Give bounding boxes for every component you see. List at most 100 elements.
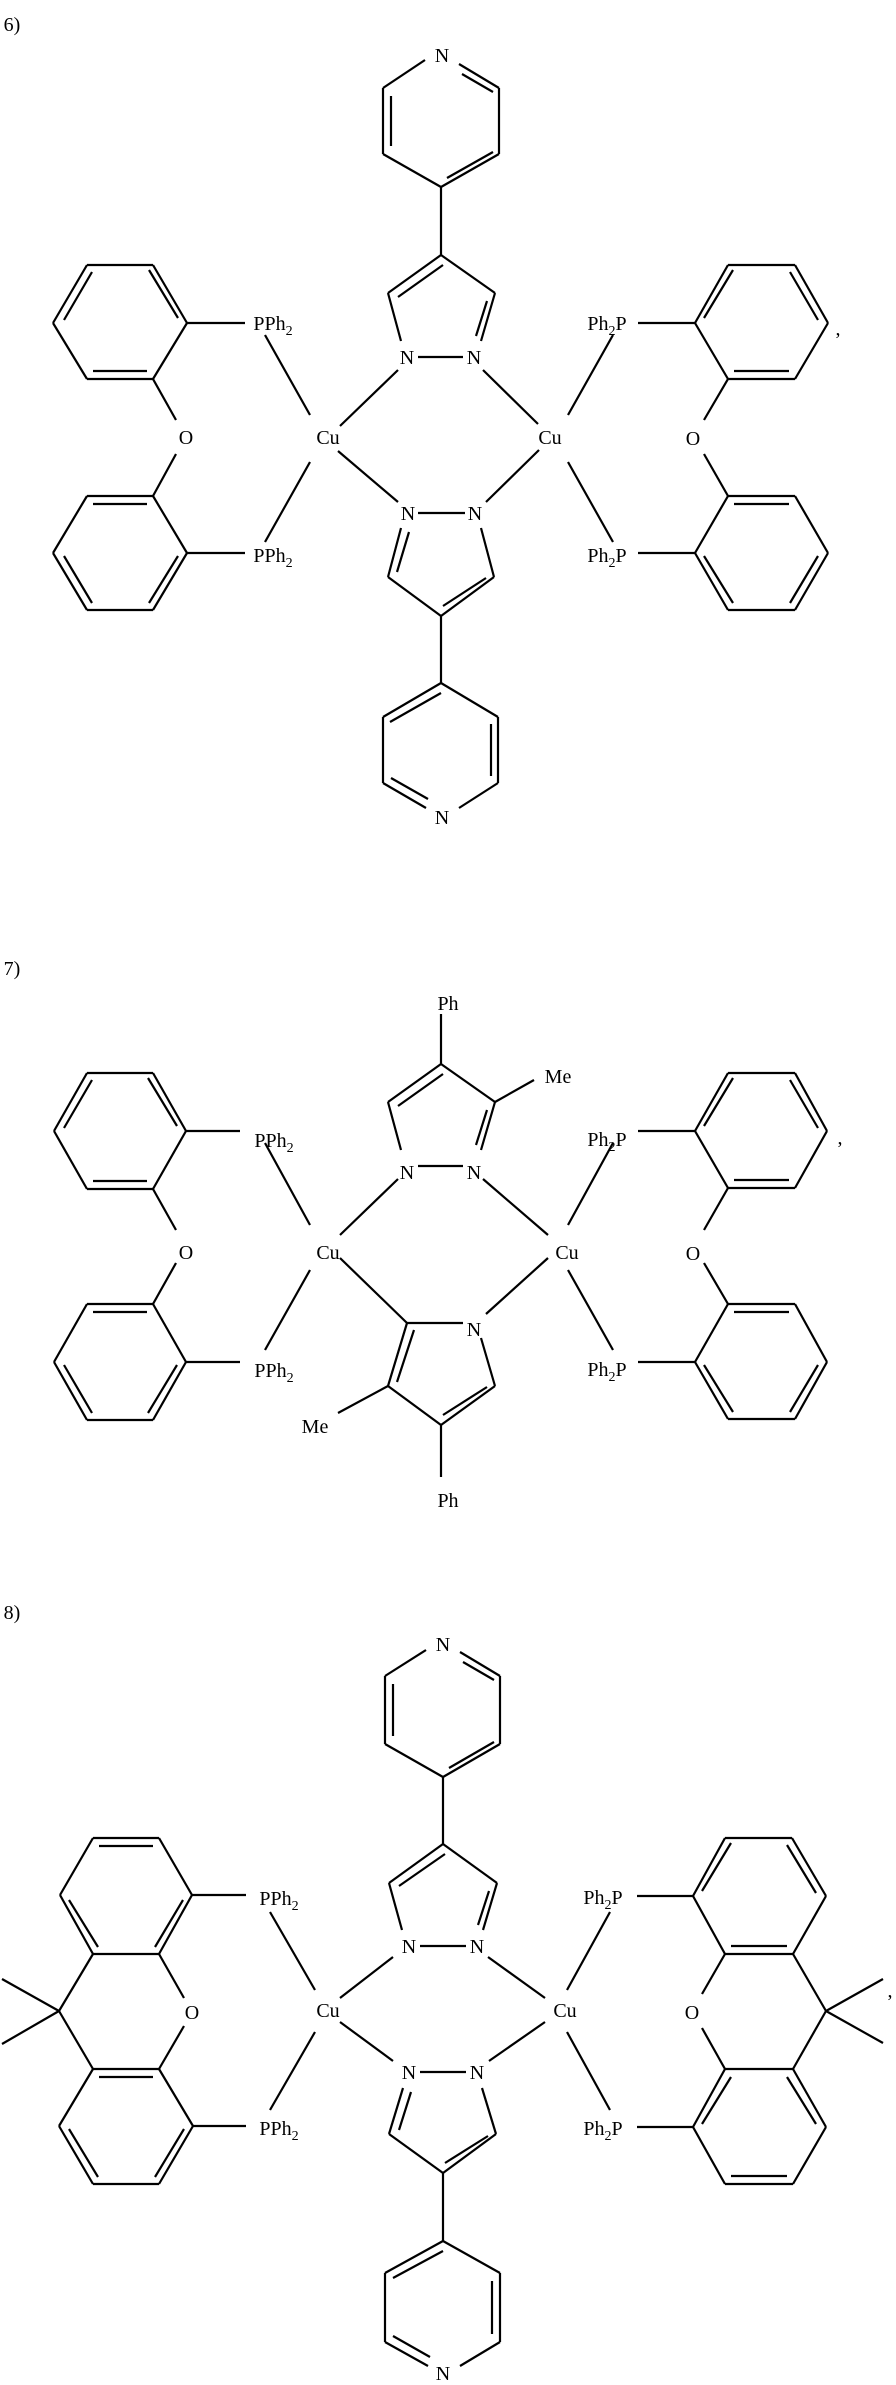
bond-line [58, 2010, 94, 2070]
double-bond-line [395, 531, 411, 573]
bond-line [792, 1895, 827, 1955]
bond-line [567, 1142, 614, 1226]
bond-line [825, 1978, 884, 2012]
bond-line [794, 1303, 828, 1363]
atom-label-n: N [400, 1162, 414, 1184]
bond-line [387, 254, 442, 294]
double-bond-line [63, 1364, 93, 1414]
bond-line [152, 1188, 177, 1231]
bond-line [794, 552, 829, 611]
bond-line [481, 1882, 499, 1931]
atom-label-pph2: PPh2 [259, 1888, 298, 1914]
bond-line [794, 495, 829, 554]
bond-line [794, 322, 829, 380]
atom-label-o: O [686, 428, 700, 450]
atom-label-n: N [470, 1936, 484, 1958]
double-bond-line [446, 151, 494, 179]
double-bond-line [154, 2128, 185, 2178]
bond-line [386, 292, 403, 342]
atom-label-ph2p: Ph2P [583, 1887, 622, 1913]
double-bond-line [68, 2128, 99, 2178]
double-bond-line [397, 1073, 444, 1107]
bond-line [794, 1130, 828, 1189]
atom-label-me: Me [545, 1066, 572, 1088]
bond-line [694, 264, 729, 324]
bond-line [566, 2031, 611, 2111]
bond-line [1, 1978, 60, 2012]
bond-line [791, 1837, 827, 1897]
bond-line [694, 1130, 729, 1189]
double-bond-line [701, 2076, 732, 2125]
atom-label-n: N [402, 2062, 416, 2084]
double-bond-line [474, 300, 489, 337]
bond-line [158, 1953, 185, 1999]
atom-label-n: N [467, 1162, 481, 1184]
bond-line [382, 782, 427, 809]
atom-label-ph: Ph [437, 993, 458, 1015]
bond-line [152, 378, 177, 421]
bond-line [386, 1322, 409, 1387]
double-bond-line [392, 2250, 444, 2279]
bond-line [339, 1178, 399, 1236]
bond-line [792, 2126, 827, 2185]
bond-line [485, 449, 540, 503]
bond-line [482, 369, 539, 425]
atom-label-pph2: PPh2 [253, 313, 292, 339]
atom-label-cu: Cu [316, 1242, 339, 1264]
bond-line [152, 1262, 177, 1305]
bond-line [152, 264, 188, 324]
bond-line [339, 369, 399, 427]
double-bond-line [154, 1899, 184, 1948]
bond-line [384, 1649, 427, 1677]
bond-line [382, 153, 442, 188]
bond-line [566, 1911, 611, 1991]
bond-line [58, 1953, 94, 2012]
atom-label-ph2p: Ph2P [583, 2118, 622, 2144]
double-bond-line [395, 1329, 416, 1383]
bond-line [794, 1361, 828, 1420]
bond-line [1, 2010, 60, 2045]
atom-label-pph2: PPh2 [254, 1360, 293, 1386]
bond-line [825, 2010, 884, 2044]
atom-label-n: N [467, 1319, 481, 1341]
double-bond-line [786, 2076, 817, 2125]
bond-line [458, 63, 500, 89]
bond-line [458, 782, 499, 809]
bond-line [339, 1257, 408, 1324]
bond-line [269, 1911, 316, 1991]
bond-line [387, 2087, 405, 2135]
bond-line [692, 2126, 726, 2185]
compound-number-label: 7) [4, 958, 21, 980]
bond-line [440, 576, 495, 617]
atom-label-n: N [402, 1936, 416, 1958]
bond-line [442, 2240, 501, 2274]
atom-label-n: N [468, 503, 482, 525]
bond-line [158, 1837, 193, 1896]
bond-line [152, 1130, 187, 1190]
bond-line [152, 453, 177, 497]
atom-label-n: N [436, 2363, 450, 2385]
atom-label-cu: Cu [316, 427, 339, 449]
bond-line [152, 495, 188, 554]
atom-label-n: N [435, 45, 449, 67]
double-bond-line [789, 555, 819, 604]
atom-label-ph2p: Ph2P [587, 1129, 626, 1155]
separator-comma: , [888, 1980, 893, 2002]
bond-line [703, 1262, 729, 1305]
double-bond-line [389, 692, 442, 723]
bond-line [694, 1072, 729, 1132]
compound-number-label: 6) [4, 14, 21, 36]
bond-line [701, 1953, 726, 1995]
bond-line [384, 2240, 444, 2274]
bond-line [487, 1956, 546, 1999]
bond-line [567, 334, 614, 416]
bond-line [388, 1843, 444, 1884]
bond-line [692, 2068, 726, 2128]
bond-line [792, 2010, 827, 2070]
atom-label-o: O [185, 2002, 199, 2024]
bond-line [264, 334, 311, 416]
bond-line [442, 1843, 498, 1884]
